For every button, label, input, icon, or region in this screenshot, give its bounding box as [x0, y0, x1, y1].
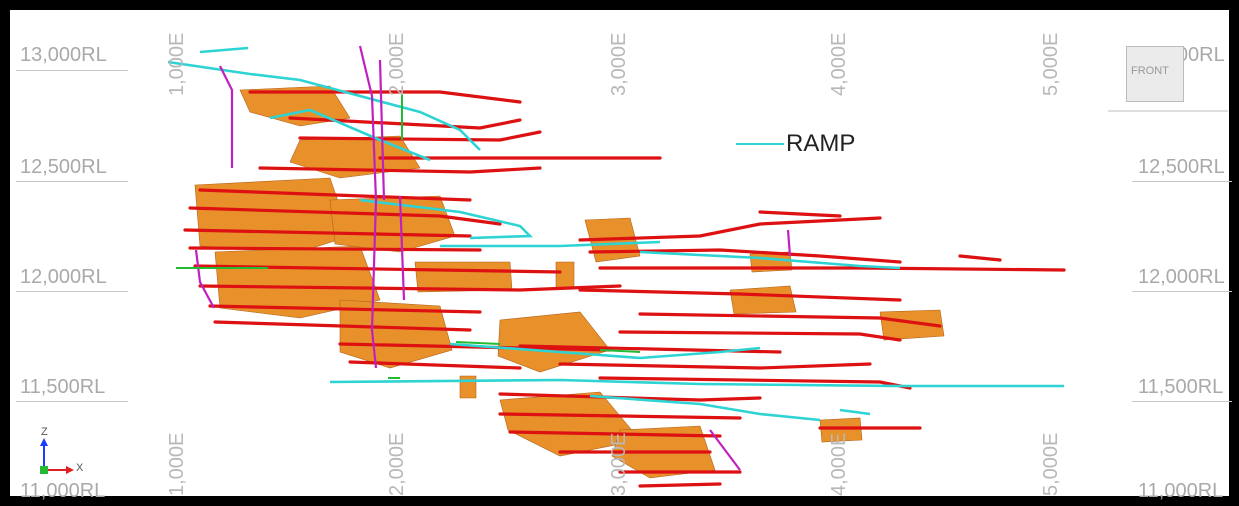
drive: [758, 210, 842, 218]
rl-tick: [16, 291, 128, 292]
drive: [248, 90, 522, 104]
drive: [258, 166, 542, 174]
easting-label-bottom: 3,000E: [608, 432, 630, 496]
ramp-line: [839, 408, 871, 416]
x-axis-head: [66, 466, 74, 474]
shaft: [219, 65, 234, 168]
rl-tick: [1132, 291, 1232, 292]
drive: [498, 412, 742, 420]
rl-label-right: 12,500RL: [1138, 156, 1225, 178]
rl-label-right: 11,000RL: [1138, 480, 1224, 502]
vent: [599, 349, 641, 353]
easting-label-top: 1,000E: [166, 32, 188, 96]
rl-label-right: 12,000RL: [1138, 266, 1225, 288]
ramp-line: [359, 198, 534, 240]
view-cube-face-label: FRONT: [1131, 65, 1169, 77]
z-axis-label: Z: [41, 426, 48, 438]
rl-label-left: 11,500RL: [20, 376, 106, 398]
drive: [298, 130, 542, 142]
drive: [598, 266, 1066, 272]
rl-label-left: 12,500RL: [20, 156, 107, 178]
stope: [499, 391, 641, 457]
rl-label-left: 11,000RL: [20, 480, 106, 502]
vent-group: [176, 92, 641, 379]
ramp-line: [269, 108, 431, 162]
drive: [618, 330, 902, 342]
shaft: [378, 59, 386, 201]
stope: [459, 375, 477, 399]
rl-tick: [16, 401, 128, 402]
axis-triad: Z X: [32, 426, 92, 480]
axis-triad-icon: [40, 438, 74, 474]
drive: [198, 188, 472, 202]
view-cube-base: [1108, 110, 1228, 112]
stope: [497, 311, 611, 373]
rl-tick: [16, 181, 128, 182]
ramp-line: [167, 60, 481, 151]
drive: [578, 216, 882, 242]
shaft: [358, 45, 378, 369]
drive: [208, 304, 482, 314]
easting-label-bottom: 1,000E: [166, 432, 188, 496]
stope: [819, 417, 863, 443]
stope: [555, 261, 575, 289]
easting-label-bottom: 5,000E: [1040, 432, 1062, 496]
easting-label-top: 3,000E: [608, 32, 630, 96]
y-axis-marker: [40, 466, 48, 474]
ramp-legend-swatch: [736, 143, 784, 145]
stope: [729, 285, 797, 315]
ramp-line: [639, 250, 901, 270]
shaft: [398, 195, 406, 301]
drive: [183, 228, 472, 238]
drive: [213, 320, 472, 332]
rl-tick: [1132, 401, 1232, 402]
easting-label-top: 4,000E: [828, 32, 850, 96]
drive: [508, 430, 722, 438]
stope: [289, 135, 421, 179]
drive: [188, 246, 482, 252]
drive: [638, 312, 942, 328]
drive: [188, 206, 502, 226]
shaft: [786, 229, 792, 257]
drive: [198, 284, 622, 292]
ramp-line: [440, 240, 661, 248]
ramp-line: [589, 394, 821, 422]
ramp-line: [329, 378, 1064, 388]
drive: [578, 288, 902, 302]
rl-tick: [16, 70, 128, 71]
ramp-line: [199, 46, 249, 54]
rl-label-left: 12,000RL: [20, 266, 107, 288]
stope: [879, 309, 945, 341]
shaft: [709, 429, 741, 471]
drive: [288, 116, 522, 130]
drive-group: [183, 90, 1066, 488]
drive: [588, 248, 902, 264]
easting-label-top: 5,000E: [1040, 32, 1062, 96]
z-axis-head: [40, 438, 48, 446]
x-axis-label: X: [76, 462, 84, 474]
drive: [958, 254, 1002, 262]
vent: [455, 341, 501, 345]
ramp-legend-label: RAMP: [786, 130, 856, 157]
rl-label-right: 11,500RL: [1138, 376, 1224, 398]
rl-tick: [1132, 181, 1232, 182]
easting-label-top: 2,000E: [386, 32, 408, 96]
view-cube[interactable]: FRONT: [1126, 46, 1184, 102]
legend: RAMP: [736, 130, 855, 158]
ramp-group: [167, 46, 1064, 422]
drive: [348, 360, 522, 370]
drive: [498, 392, 762, 402]
drive: [558, 362, 872, 370]
ramp-line: [449, 342, 761, 360]
rl-label-left: 13,000RL: [20, 44, 107, 66]
easting-label-bottom: 4,000E: [828, 432, 850, 496]
drive: [638, 482, 722, 488]
shaft-group: [194, 45, 792, 471]
shaft: [194, 249, 215, 309]
easting-label-bottom: 2,000E: [386, 432, 408, 496]
